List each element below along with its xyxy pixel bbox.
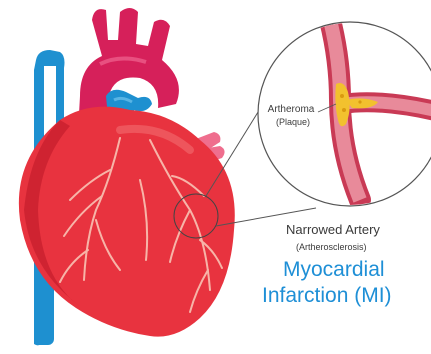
condition-title-line2: Infarction (MI) xyxy=(262,284,392,308)
plaque-label: Artheroma xyxy=(261,104,321,116)
artery-subtitle: (Artherosclerosis) xyxy=(296,242,367,252)
artery-title: Narrowed Artery xyxy=(286,222,380,237)
plaque-sublabel: (Plaque) xyxy=(270,117,316,128)
condition-title-line1: Myocardial xyxy=(283,258,385,282)
